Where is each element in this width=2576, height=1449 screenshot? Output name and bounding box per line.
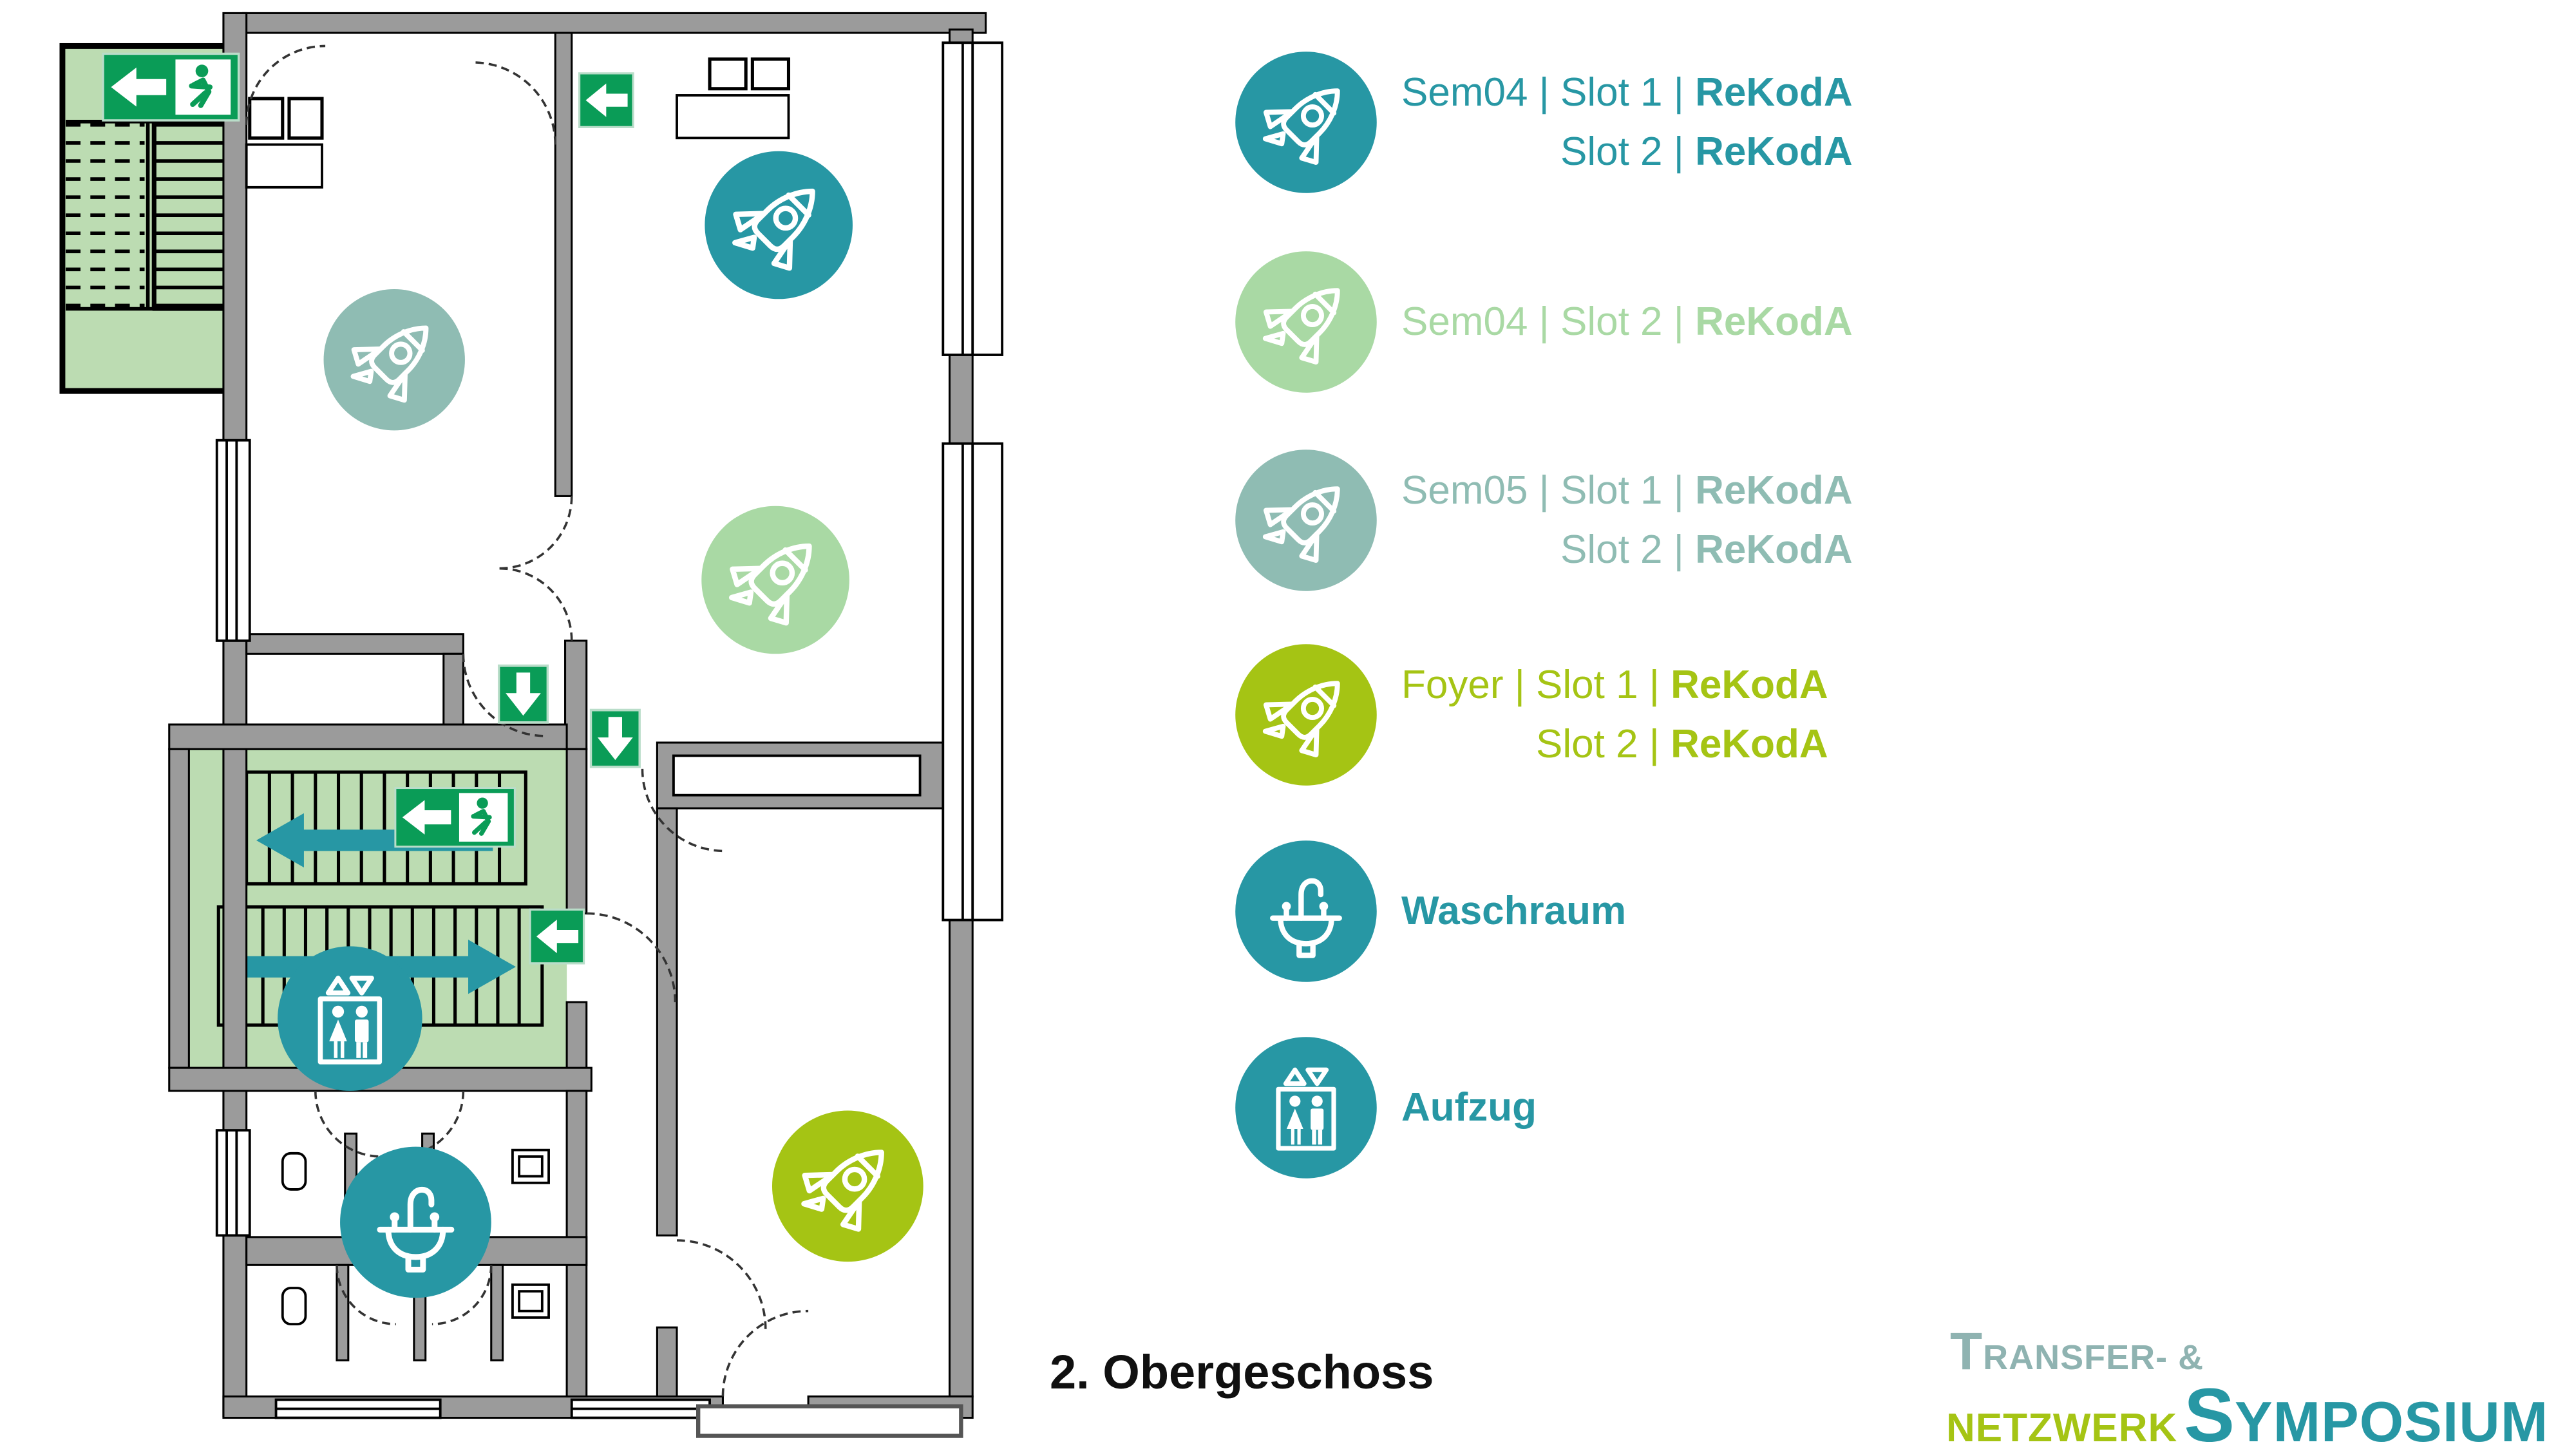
legend-line: Sem04 | Slot 1 | ReKodA xyxy=(1401,70,1853,115)
windows xyxy=(215,41,1004,1419)
elevator-icon xyxy=(1234,1036,1378,1180)
door-arcs xyxy=(245,44,809,1397)
plan-icon-elevator xyxy=(278,946,422,1091)
legend-line: Slot 2 | ReKodA xyxy=(1560,527,1853,572)
annex-stairs-solid xyxy=(154,123,234,308)
builtin-cupboard xyxy=(672,754,922,797)
plan-icon-rocket-sem04-slot2 xyxy=(701,506,849,654)
plan-icon-rocket-foyer xyxy=(772,1110,923,1262)
floor-plan xyxy=(59,12,1004,1438)
legend-line: Foyer | Slot 1 | ReKodA xyxy=(1401,663,1828,707)
exit-sign-down-2 xyxy=(589,708,641,768)
rocket-icon xyxy=(1234,643,1378,787)
exit-sign-annex xyxy=(103,53,239,120)
plan-icon-sink xyxy=(340,1146,491,1298)
floor-label: 2. Obergeschoss xyxy=(1050,1345,1434,1399)
terrace xyxy=(696,1404,963,1438)
exit-sign-down-1 xyxy=(497,664,549,724)
logo-transfer-netzwerk-symposium: TRANSFER- & NETZWERK S YMPOSIUM xyxy=(1946,1321,2548,1449)
logo-line-transfer: TRANSFER- & xyxy=(1950,1322,2204,1381)
rocket-icon xyxy=(1234,50,1378,194)
legend-line: Sem05 | Slot 1 | ReKodA xyxy=(1401,468,1853,513)
rocket-icon xyxy=(1234,250,1378,394)
legend-line: Waschraum xyxy=(1401,889,1627,933)
exit-sign-stairwell xyxy=(395,788,515,847)
plan-icon-rocket-sem04-slot1 xyxy=(705,151,853,299)
exit-sign-right-left-arrow xyxy=(529,908,585,965)
legend-line: Aufzug xyxy=(1401,1085,1537,1130)
legend-line: Slot 2 | ReKodA xyxy=(1536,722,1828,766)
washroom-fixtures xyxy=(281,1148,550,1326)
annex-stairs-dashed xyxy=(66,123,145,308)
plan-icon-rocket-sem05 xyxy=(323,289,465,431)
logo-symposium-initial: S xyxy=(2184,1373,2235,1449)
stair-arrow-left xyxy=(256,813,493,867)
logo-line-netzwerk: NETZWERK xyxy=(1946,1406,2178,1449)
sink-icon xyxy=(1234,839,1378,983)
rocket-icon xyxy=(1234,448,1378,592)
exit-sign-top-left-arrow xyxy=(578,72,634,128)
logo-symposium-rest: YMPOSIUM xyxy=(2235,1390,2549,1449)
legend-line: Sem04 | Slot 2 | ReKodA xyxy=(1401,299,1853,344)
legend-line: Slot 2 | ReKodA xyxy=(1560,129,1853,174)
